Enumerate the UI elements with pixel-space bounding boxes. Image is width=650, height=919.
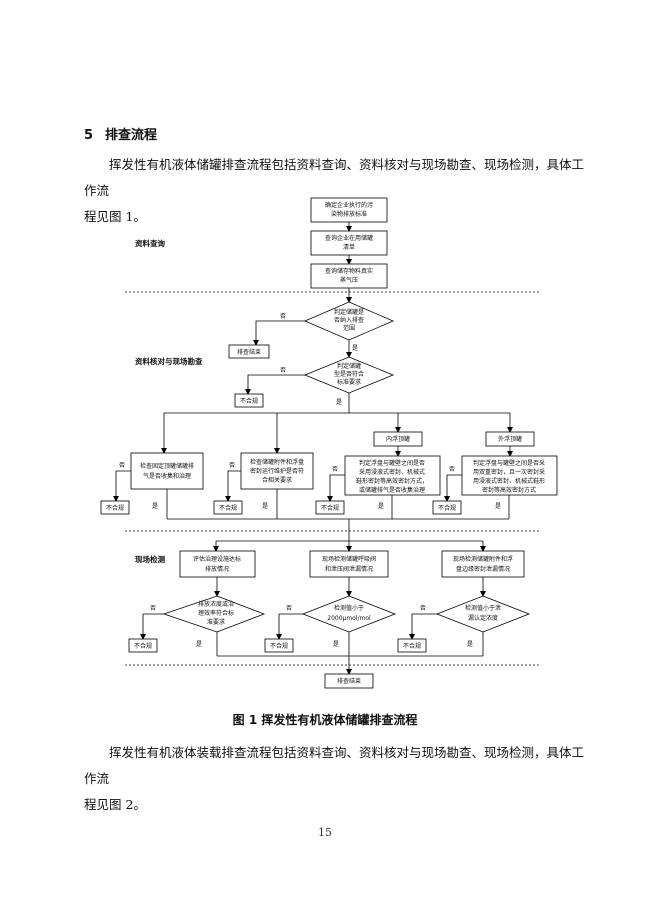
section-label-data-query: 资料查询 [135,238,165,248]
section-label-field-test: 现场检测 [135,554,165,564]
label-yes-4: 是 [262,503,268,510]
box-fixed-roof-check-text: 检查固定顶罐储罐排气是否收集和治理 [140,462,194,480]
next-line-2: 程见图 2。 [84,797,146,812]
next-paragraph: 挥发性有机液体装载排查流程包括资料查询、资料核对与现场勘查、现场检测，具体工作流… [84,740,594,818]
box-noncompliant-1 [234,393,264,408]
box-breather-valve-test [309,550,389,578]
label-yes-6: 是 [495,503,501,510]
box-noncompliant-5-text: 不合规 [438,504,456,512]
label-no-8: 否 [286,605,292,612]
label-no-6: 否 [449,466,455,473]
label-no-5: 否 [332,466,338,473]
box-fixed-roof-check [130,452,204,490]
box-inner-seal-check-text: 判定浮盘与罐壁之间是否采用浸液式密封、机械式鞋形密封等高效密封方式，或储罐排气是… [356,459,428,494]
box-noncompliant-2-text: 不合规 [106,504,124,512]
label-yes-1: 是 [352,345,358,352]
box-noncompliant-8 [397,638,427,653]
box-outer-seal-check [461,455,558,496]
label-yes-3: 是 [152,503,158,510]
section-number: 5 [84,128,94,143]
box-noncompliant-3-text: 不合规 [219,504,237,512]
box-seal-leak-test-text: 现场检测储罐附件和浮盘边缘密封泄漏情况 [453,555,513,573]
label-no-7: 否 [150,605,156,612]
box-noncompliant-3 [213,500,243,515]
intro-line-1: 挥发性有机液体储罐排查流程包括资料查询、资料核对与现场勘查、现场检测，具体工作流 [84,157,585,198]
box-vapor-pressure [310,263,388,289]
box-inner-seal-check [344,455,441,496]
label-no-4: 否 [229,462,235,469]
label-yes-5: 是 [378,503,384,510]
section-heading: 5 排查流程 [84,124,157,143]
decision-leak-threshold [435,595,531,633]
intro-paragraph: 挥发性有机液体储罐排查流程包括资料查询、资料核对与现场勘查、现场检测，具体工作流… [84,152,594,230]
box-accessory-check [240,452,314,490]
box-noncompliant-2 [100,500,130,515]
box-noncompliant-7-text: 不合规 [270,642,288,650]
section-label-verify-survey: 资料核对与现场勘查 [135,356,203,366]
intro-line-2: 程见图 1。 [84,209,146,224]
figure-caption: 图 1 挥发性有机液体储罐排查流程 [232,713,418,727]
decision-tank-type-text: 判定储罐型是否符合标准要求 [334,362,364,386]
box-seal-leak-test [441,550,525,578]
box-standard-text: 确定企业执行的污染物排放标准 [325,201,373,218]
box-end-early-text: 排查结束 [237,348,261,356]
next-line-1: 挥发性有机液体装载排查流程包括资料查询、资料核对与现场勘查、现场检测，具体工作流 [84,745,585,786]
box-outer-seal-check-text: 判定浮盘与罐壁之间是否采用双重密封，且一次密封采用浸液式密封、机械式鞋形密封等高… [473,459,545,494]
label-no-1: 否 [280,313,286,320]
decision-in-scope-text: 判定储罐是否纳入排查范围 [334,308,364,332]
label-yes-8: 是 [333,641,339,648]
box-accessory-check-text: 检查储罐附件和浮盘密封运行维护是否符合相关要求 [250,458,304,484]
box-eval-treatment [179,550,256,578]
box-end [324,673,374,689]
box-eval-treatment-text: 评估治理设施达标排放情况 [193,555,241,573]
box-vapor-pressure-text: 查询储存物料真实蒸气压 [325,267,373,284]
box-noncompliant-1-text: 不合规 [240,397,258,405]
decision-threshold-2000 [301,595,397,633]
box-end-early [228,344,270,359]
label-yes-2: 是 [336,399,342,406]
box-outer-roof-text: 外浮顶罐 [498,435,522,443]
box-end-text: 排查结束 [337,677,361,685]
flowchart: 资料查询 资料核对与现场勘查 现场检测 确定企业执行的污染物排放标准 查询企业在… [100,197,558,689]
box-noncompliant-7 [264,638,294,653]
label-yes-7: 是 [196,641,202,648]
box-noncompliant-4-text: 不合规 [321,504,339,512]
box-tank-list [310,230,388,256]
decision-leak-threshold-text: 检测值小于泄漏认定浓度 [465,604,501,622]
label-no-2: 否 [280,367,286,374]
section-title: 排查流程 [105,128,158,143]
box-noncompliant-8-text: 不合规 [403,642,421,650]
decision-emission-text: 排放浓度或治理效率符合标准要求 [198,600,234,626]
box-noncompliant-5 [432,500,462,515]
box-inner-roof-text: 内浮顶罐 [386,435,410,443]
box-tank-list-text: 查询企业在用储罐清单 [325,234,373,251]
box-standard [310,197,388,223]
box-noncompliant-6 [128,638,158,653]
label-no-9: 否 [420,605,426,612]
page-number: 15 [318,826,332,839]
label-yes-9: 是 [467,641,473,648]
box-noncompliant-6-text: 不合规 [134,642,152,650]
box-breather-valve-test-text: 现场检测储罐呼吸阀和泄压阀泄漏情况 [322,555,376,573]
label-no-3: 否 [119,462,125,469]
box-noncompliant-4 [315,500,345,515]
